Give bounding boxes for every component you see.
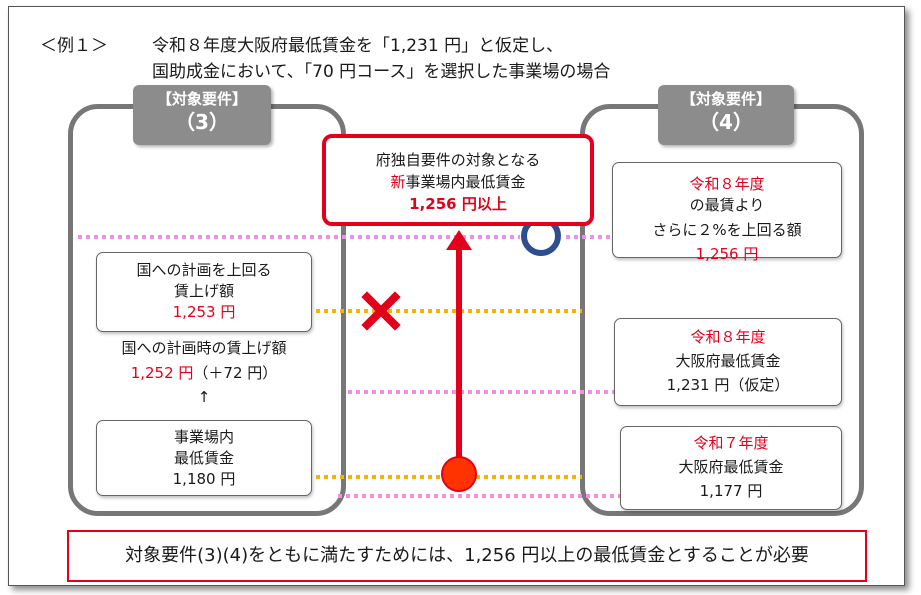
plan-above-line-1: 国への計画を上回る: [136, 261, 272, 279]
plan-above-line-2: 賃上げ額: [173, 282, 234, 300]
heading-line-2: 国助成金において、「70 円コース」を選択した事業場の場合: [152, 62, 611, 82]
requirement-3-tab: 【対象要件】 （3）: [133, 85, 271, 145]
target-new-mark: 新: [390, 173, 406, 191]
r8-amount: 1,231 円（仮定）: [666, 376, 790, 394]
current-min-wage-box: 事業場内 最低賃金 1,180 円: [96, 420, 312, 496]
r8-line-1: 大阪府最低賃金: [675, 352, 781, 370]
above-min-wage-box: 令和８年度の最賃より さらに２%を上回る額 1,256 円: [612, 162, 842, 263]
r7-year: 令和７年度: [693, 434, 769, 452]
requirement-4-tab-number: （4）: [699, 110, 753, 134]
requirement-4-tab-title: 【対象要件】: [680, 90, 771, 108]
requirement-3-tab-title: 【対象要件】: [156, 90, 247, 108]
plan-above-amount: 1,253 円: [172, 303, 236, 321]
above-min-year: 令和８年度: [689, 175, 765, 193]
above-min-amount: 1,256 円: [695, 245, 759, 263]
above-min-line-2: さらに２%を上回る額: [652, 221, 802, 239]
rise-arrow-head: [446, 230, 472, 250]
plan-wage-increase: 国への計画時の賃上げ額 1,252 円（＋72 円） ↑: [96, 338, 312, 408]
target-amount: 1,256 円以上: [409, 195, 507, 213]
above-min-line-1: の最賃より: [689, 196, 765, 214]
cross-mark: [361, 291, 401, 331]
current-line-1: 事業場内: [173, 428, 234, 446]
target-line-2: 事業場内最低賃金: [405, 173, 526, 191]
plan-text-line-1: 国への計画時の賃上げ額: [121, 339, 287, 357]
target-line-1: 府独自要件の対象となる: [375, 151, 541, 169]
r8-min-wage-box: 令和８年度 大阪府最低賃金 1,231 円（仮定）: [614, 318, 842, 406]
current-line-2: 最低賃金: [173, 449, 234, 467]
up-arrow-icon: ↑: [197, 388, 211, 406]
r7-amount: 1,177 円: [699, 482, 763, 500]
requirement-3-tab-number: （3）: [175, 110, 229, 134]
start-point-marker: [441, 456, 477, 492]
r8-year: 令和８年度: [690, 328, 766, 346]
new-min-wage-target-box: 府独自要件の対象となる 新事業場内最低賃金 1,256 円以上: [322, 134, 594, 226]
r7-min-wage-box: 令和７年度 大阪府最低賃金 1,177 円: [620, 426, 842, 510]
heading-line-1: 令和８年度大阪府最低賃金を「1,231 円」と仮定し、: [152, 36, 564, 56]
plan-text-amount: 1,252 円: [130, 364, 194, 382]
plan-text-note: （＋72 円）: [193, 364, 278, 382]
conclusion-banner: 対象要件(3)(4)をともに満たすためには、1,256 円以上の最低賃金とするこ…: [67, 530, 867, 582]
r7-line-1: 大阪府最低賃金: [678, 458, 784, 476]
example-label: ＜例１＞: [40, 36, 108, 56]
requirement-4-tab: 【対象要件】 （4）: [658, 85, 794, 145]
plan-above-box: 国への計画を上回る 賃上げ額 1,253 円: [96, 252, 312, 332]
current-amount: 1,180 円: [172, 470, 236, 488]
